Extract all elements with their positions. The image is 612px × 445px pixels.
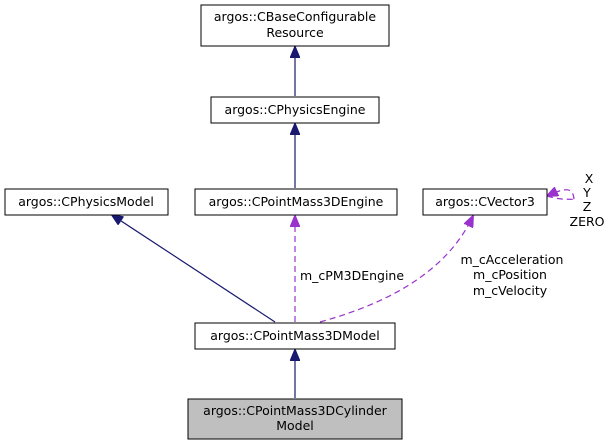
- node-base-configurable-resource-line2: Resource: [266, 25, 324, 40]
- node-physics-model[interactable]: argos::CPhysicsModel: [4, 188, 169, 216]
- edge-label-engine-member: m_cPM3DEngine: [300, 268, 404, 283]
- node-point-mass-3d-model[interactable]: argos::CPointMass3DModel: [194, 322, 396, 350]
- node-base-configurable-resource-line1: argos::CBaseConfigurable: [214, 9, 376, 24]
- edge-label-acceleration: m_cAcceleration: [461, 252, 564, 267]
- node-vector3-label: argos::CVector3: [435, 194, 535, 209]
- node-vector3[interactable]: argos::CVector3: [422, 188, 548, 216]
- edges: [112, 47, 575, 398]
- edge-label-position: m_cPosition: [473, 267, 547, 282]
- edge-label-zero: ZERO: [570, 214, 605, 229]
- node-point-mass-3d-cylinder-model-line1: argos::CPointMass3DCylinder: [203, 403, 388, 418]
- edge-label-z: Z: [583, 199, 592, 214]
- node-point-mass-3d-cylinder-model[interactable]: argos::CPointMass3DCylinder Model: [187, 398, 403, 440]
- node-base-configurable-resource[interactable]: argos::CBaseConfigurable Resource: [200, 4, 390, 47]
- inheritance-edge-model-to-physicsmodel: [112, 215, 276, 323]
- node-point-mass-3d-cylinder-model-line2: Model: [276, 418, 314, 433]
- node-physics-model-label: argos::CPhysicsModel: [18, 194, 154, 209]
- node-point-mass-3d-engine[interactable]: argos::CPointMass3DEngine: [194, 188, 398, 216]
- edge-label-x: X: [585, 171, 594, 186]
- usage-edge-model-to-vector3: [319, 216, 473, 323]
- edge-label-velocity: m_cVelocity: [473, 283, 548, 298]
- edge-label-y: Y: [582, 185, 591, 200]
- edge-labels: m_cPM3DEngine m_cAcceleration m_cPositio…: [300, 171, 605, 298]
- node-point-mass-3d-engine-label: argos::CPointMass3DEngine: [209, 194, 384, 209]
- node-physics-engine[interactable]: argos::CPhysicsEngine: [210, 96, 380, 124]
- node-point-mass-3d-model-label: argos::CPointMass3DModel: [210, 328, 379, 343]
- node-physics-engine-label: argos::CPhysicsEngine: [225, 102, 366, 117]
- usage-edge-vector3-self: [547, 190, 575, 202]
